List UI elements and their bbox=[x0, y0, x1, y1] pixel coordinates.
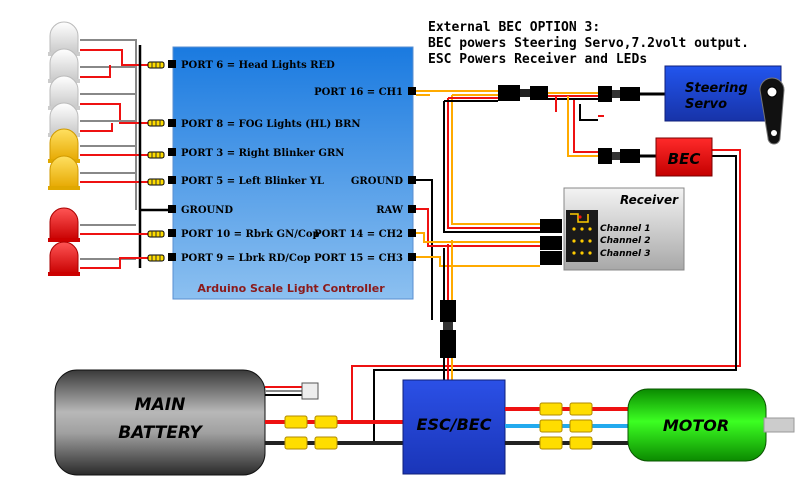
servo-horn-icon bbox=[759, 77, 785, 145]
signal-wires bbox=[416, 90, 604, 320]
bullet-connector-icon bbox=[569, 402, 593, 416]
bullet-connector-icon bbox=[569, 419, 593, 433]
port-label-right: PORT 14 = CH2 bbox=[314, 229, 403, 240]
pin bbox=[408, 87, 416, 95]
pin bbox=[408, 253, 416, 261]
esc-plug-icon bbox=[440, 300, 456, 358]
resistor bbox=[147, 61, 165, 69]
header-line-3: ESC Powers Receiver and LEDs bbox=[428, 52, 647, 67]
receiver: Receiver Channel 1 Channel 2 Channel 3 bbox=[563, 187, 685, 271]
battery-label-line-2: BATTERY bbox=[118, 423, 203, 443]
servo-label-line-1: Steering bbox=[685, 81, 748, 96]
servo-plug-icon bbox=[498, 85, 548, 101]
main-battery: MAIN BATTERY bbox=[54, 369, 319, 476]
pin bbox=[408, 205, 416, 213]
header-line-1: External BEC OPTION 3: bbox=[428, 20, 600, 35]
bullet-connector-icon bbox=[539, 402, 563, 416]
header-line-2: BEC powers Steering Servo,7.2volt output… bbox=[428, 36, 749, 51]
resistor bbox=[147, 119, 165, 127]
led-wires bbox=[80, 39, 170, 269]
bullet-connector-icon bbox=[569, 436, 593, 450]
receiver-channel-label: Channel 2 bbox=[600, 236, 650, 246]
motor-label: MOTOR bbox=[663, 416, 729, 435]
port-label-left: PORT 9 = Lbrk RD/Cop bbox=[181, 253, 311, 264]
port-label-left: PORT 6 = Head Lights RED bbox=[181, 60, 335, 71]
port-label-right: PORT 15 = CH3 bbox=[314, 253, 403, 264]
led-yellow-icon bbox=[48, 155, 80, 190]
bullet-connector-icon bbox=[284, 415, 308, 429]
motor-shaft bbox=[763, 417, 795, 433]
resistors bbox=[147, 61, 165, 262]
controller-title: Arduino Scale Light Controller bbox=[197, 282, 385, 295]
steering-servo: Steering Servo bbox=[664, 65, 785, 145]
resistor bbox=[147, 254, 165, 262]
power-wires bbox=[351, 92, 741, 444]
port-label-left: PORT 3 = Right Blinker GRN bbox=[181, 148, 344, 159]
motor-wires bbox=[505, 407, 628, 445]
bullet-connector-icon bbox=[314, 436, 338, 450]
bullet-connector-icon bbox=[314, 415, 338, 429]
connectors bbox=[440, 85, 640, 358]
resistor bbox=[147, 230, 165, 238]
receiver-channel-label: Channel 1 bbox=[600, 224, 650, 234]
resistor bbox=[147, 151, 165, 159]
pin bbox=[408, 176, 416, 184]
receiver-plug-icon bbox=[540, 236, 562, 250]
bullet-connector-icon bbox=[539, 436, 563, 450]
led-red-icon bbox=[48, 241, 80, 276]
esc-label: ESC/BEC bbox=[417, 415, 492, 434]
servo-label-line-2: Servo bbox=[685, 97, 727, 112]
pin bbox=[168, 148, 176, 156]
motor: MOTOR bbox=[627, 388, 795, 462]
bullet-connector-icon bbox=[539, 419, 563, 433]
battery-label-line-1: MAIN bbox=[135, 395, 186, 415]
bec-label: BEC bbox=[668, 150, 701, 168]
receiver-plug-icon bbox=[540, 251, 562, 265]
port-label-left: GROUND bbox=[181, 205, 233, 216]
receiver-pins bbox=[572, 227, 592, 255]
arduino-controller: PORT 6 = Head Lights RED PORT 8 = FOG Li… bbox=[168, 46, 416, 300]
header-text: External BEC OPTION 3: BEC powers Steeri… bbox=[428, 20, 749, 67]
port-label-left: PORT 8 = FOG Lights (HL) BRN bbox=[181, 119, 361, 130]
receiver-plug-icon bbox=[540, 219, 562, 233]
balance-plug-icon bbox=[301, 382, 319, 400]
pin bbox=[168, 205, 176, 213]
esc-bec: ESC/BEC bbox=[402, 379, 506, 475]
pin bbox=[408, 229, 416, 237]
receiver-title: Receiver bbox=[620, 193, 679, 207]
servo-plug-icon bbox=[598, 86, 640, 102]
pin bbox=[168, 176, 176, 184]
bec-module: BEC bbox=[655, 137, 713, 177]
pin bbox=[168, 119, 176, 127]
motor-bullets bbox=[539, 402, 593, 450]
led-red-icon bbox=[48, 207, 80, 242]
pin bbox=[168, 60, 176, 68]
port-label-left: PORT 5 = Left Blinker YL bbox=[181, 176, 324, 187]
bec-plug-icon bbox=[598, 148, 640, 164]
port-label-right: GROUND bbox=[351, 176, 403, 187]
pin bbox=[168, 229, 176, 237]
receiver-channel-label: Channel 3 bbox=[600, 249, 650, 259]
port-label-right: RAW bbox=[376, 205, 404, 216]
port-label-left: PORT 10 = Rbrk GN/Cop bbox=[181, 229, 319, 240]
bullet-connectors bbox=[284, 415, 338, 450]
bullet-connector-icon bbox=[284, 436, 308, 450]
pin bbox=[168, 253, 176, 261]
port-label-right: PORT 16 = CH1 bbox=[314, 87, 403, 98]
resistor bbox=[147, 178, 165, 186]
leds bbox=[48, 21, 80, 276]
